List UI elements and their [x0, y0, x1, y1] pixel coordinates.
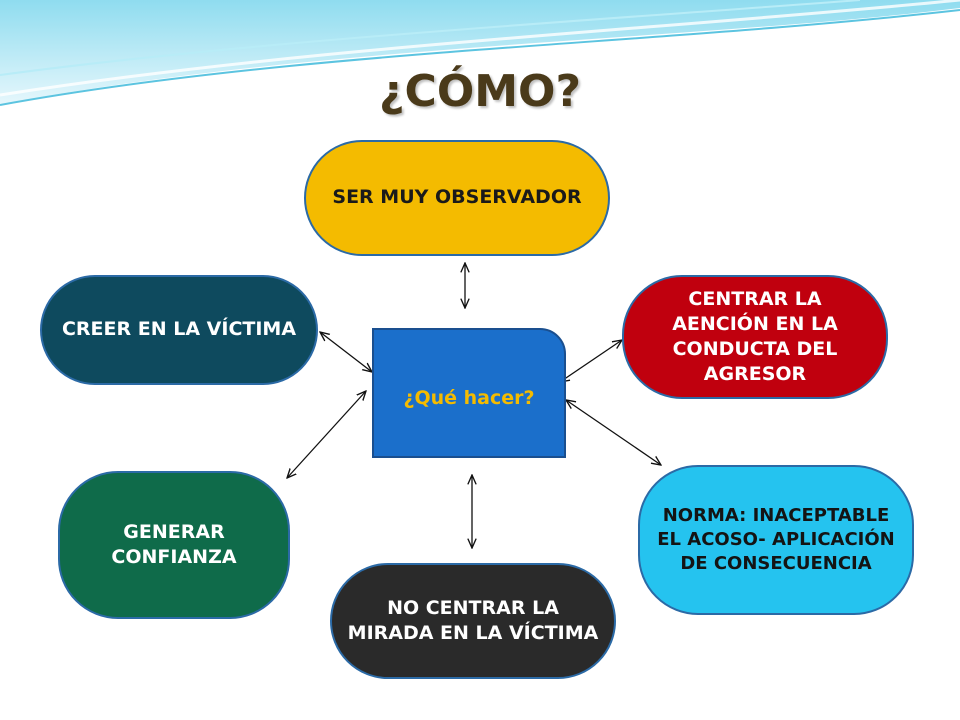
- arrow-center-trust: [287, 391, 366, 478]
- node-no-centrar-mirada: NO CENTRAR LA MIRADA EN LA VÍCTIMA: [330, 563, 616, 679]
- center-label: ¿Qué hacer?: [403, 387, 535, 409]
- node-label: CREER EN LA VÍCTIMA: [61, 318, 297, 341]
- node-centrar-atencion-agresor: CENTRAR LA AENCIÓN EN LA CONDUCTA DEL AG…: [622, 275, 888, 399]
- center-box-que-hacer: ¿Qué hacer?: [372, 328, 566, 458]
- arrow-center-norm: [566, 400, 661, 465]
- node-label: NORMA: INACEPTABLE EL ACOSO- APLICACIÓN …: [657, 505, 895, 574]
- node-label: SER MUY OBSERVADOR: [332, 186, 582, 209]
- node-ser-muy-observador: SER MUY OBSERVADOR: [304, 140, 610, 256]
- node-label: CENTRAR LA AENCIÓN EN LA CONDUCTA DEL AG…: [672, 287, 838, 386]
- node-creer-en-la-victima: CREER EN LA VÍCTIMA: [40, 275, 318, 385]
- node-norma-inaceptable: NORMA: INACEPTABLE EL ACOSO- APLICACIÓN …: [638, 465, 914, 615]
- decorative-header-swoosh: [0, 0, 960, 106]
- node-label: NO CENTRAR LA MIRADA EN LA VÍCTIMA: [347, 596, 599, 644]
- node-label: GENERAR CONFIANZA: [111, 520, 237, 568]
- arrow-center-focus: [560, 340, 622, 382]
- arrow-center-believe: [320, 332, 372, 372]
- node-generar-confianza: GENERAR CONFIANZA: [58, 471, 290, 619]
- page-title: ¿CÓMO?: [379, 66, 581, 117]
